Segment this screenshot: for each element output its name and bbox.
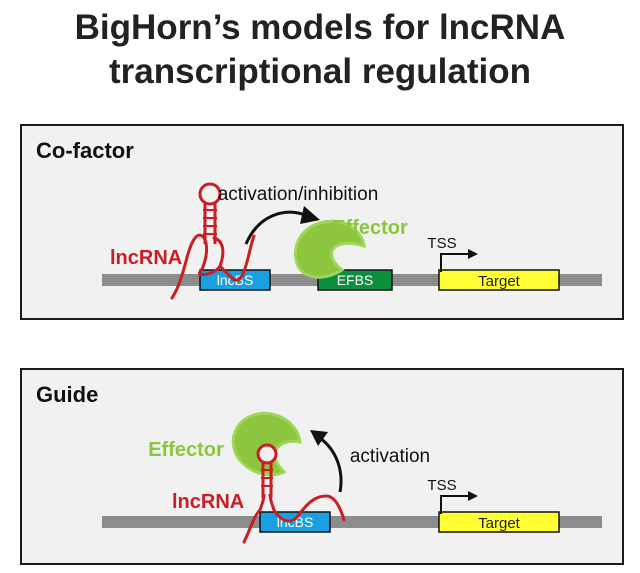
- activation-arrowhead: [310, 430, 328, 446]
- efbs-box: [317, 269, 393, 291]
- lncrna-strand: [242, 494, 346, 544]
- lncrna-strand: [170, 233, 256, 300]
- target-box: [438, 511, 560, 533]
- target-label: Target: [478, 515, 521, 532]
- cofactor-panel: Co-factor lncBS EFBS Target TSS lncRNA E…: [20, 124, 624, 320]
- lncbs-label: lncBS: [277, 514, 314, 530]
- activation-arrowhead: [300, 206, 320, 224]
- guide-diagram: lncBS Target TSS Effector lncRNA activat…: [102, 411, 602, 544]
- activation-label: activation/inhibition: [218, 184, 379, 205]
- figure-title-line1: BigHorn’s models for lncRNA: [74, 8, 566, 47]
- guide-panel: Guide lncBS Target TSS Effector lncRNA a…: [20, 368, 624, 565]
- tss-arrow: [440, 253, 470, 272]
- activation-arrow: [244, 210, 309, 245]
- effector-label: Effector: [148, 439, 224, 461]
- lncrna-loop: [256, 443, 278, 465]
- activation-arrow: [319, 436, 343, 493]
- figure-title-line2: transcriptional regulation: [109, 52, 531, 91]
- effector-shape: [294, 219, 366, 279]
- tss-label: TSS: [427, 235, 456, 252]
- effector-label: Effector: [332, 217, 408, 239]
- tss-arrowhead: [468, 491, 478, 501]
- lncrna-label: lncRNA: [172, 491, 244, 513]
- lncrna-label: lncRNA: [110, 247, 182, 269]
- cofactor-heading: Co-factor: [36, 138, 134, 163]
- cofactor-diagram: lncBS EFBS Target TSS lncRNA Effector ac…: [102, 182, 602, 300]
- tss-arrow: [440, 495, 470, 514]
- tss-arrowhead: [468, 249, 478, 259]
- target-box: [438, 269, 560, 291]
- tss-label: TSS: [427, 477, 456, 494]
- efbs-label: EFBS: [337, 272, 374, 288]
- guide-heading: Guide: [36, 382, 99, 407]
- target-label: Target: [478, 273, 521, 290]
- activation-label: activation: [350, 446, 430, 467]
- lncrna-loop: [198, 182, 222, 206]
